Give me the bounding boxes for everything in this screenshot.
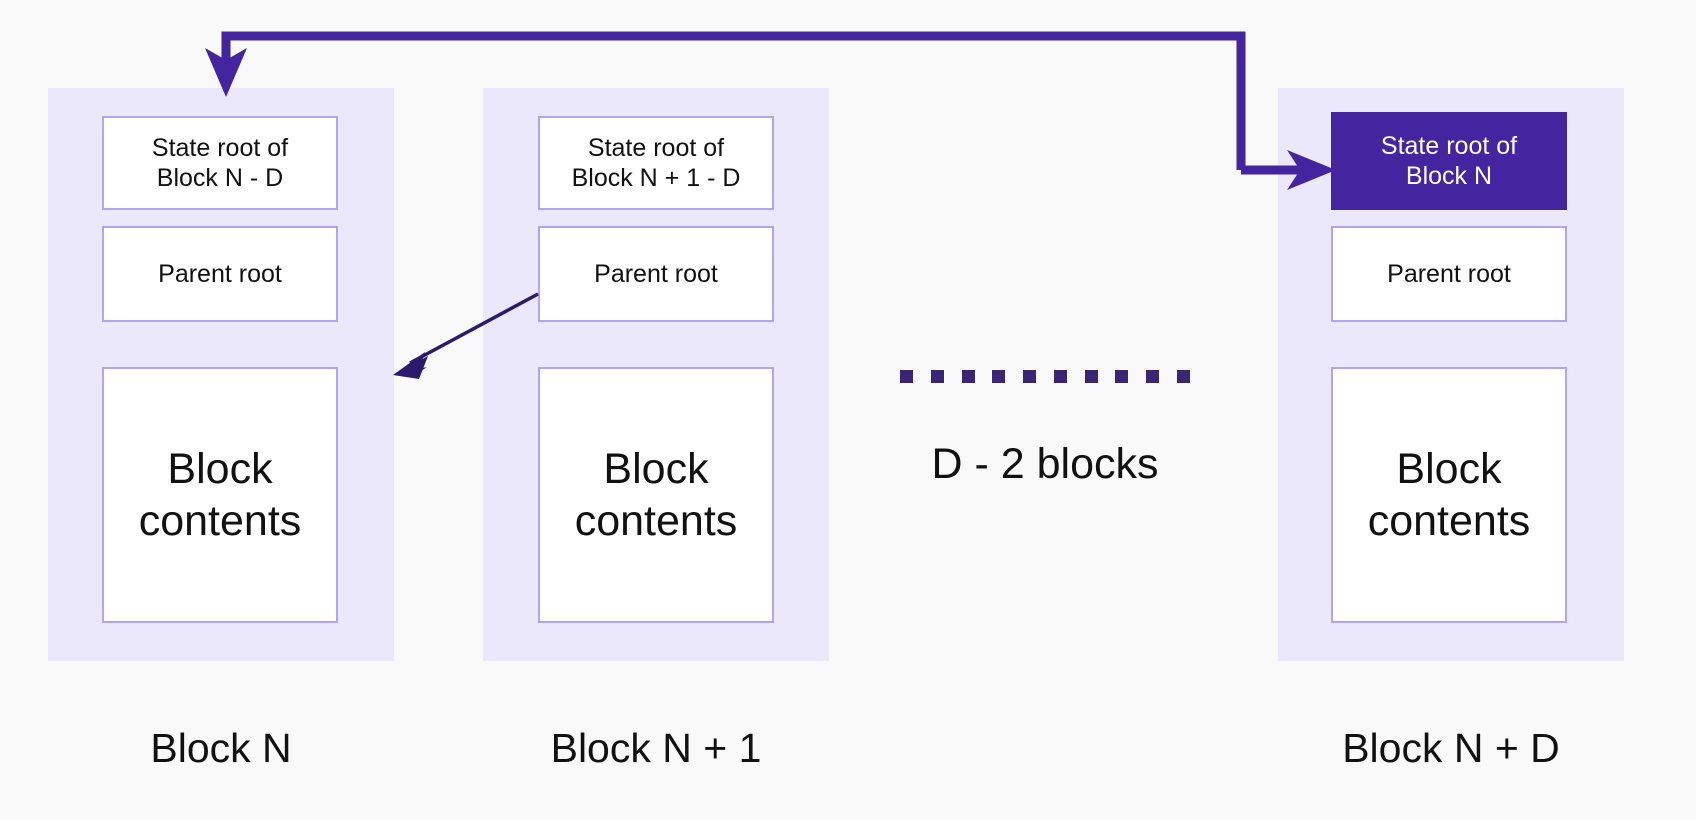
state-root-line-1: State root of xyxy=(151,133,289,162)
block-contents-line-2: contents xyxy=(1367,497,1531,545)
state-root-line-2: Block N + 1 - D xyxy=(571,164,741,192)
block-contents-box-block-n-plus-1[interactable]: Block contents xyxy=(538,367,774,623)
block-contents-box-block-n-plus-d[interactable]: Block contents xyxy=(1331,367,1567,623)
parent-root-box-block-n-plus-1[interactable]: Parent root xyxy=(538,226,774,322)
dot xyxy=(930,369,944,383)
dot xyxy=(1176,369,1190,383)
parent-root-label: Parent root xyxy=(594,259,718,288)
block-contents-line-2: contents xyxy=(574,497,738,545)
dot xyxy=(961,369,975,383)
block-contents-line-1: Block xyxy=(1396,444,1502,493)
block-contents-line-1: Block xyxy=(167,444,273,493)
gap-label: D - 2 blocks xyxy=(931,440,1159,488)
dot xyxy=(900,369,913,383)
state-root-box-block-n[interactable]: State root of Block N - D xyxy=(102,116,338,210)
parent-root-box-block-n-plus-d[interactable]: Parent root xyxy=(1331,226,1567,322)
ellipsis-dots xyxy=(900,369,1190,383)
parent-root-label: Parent root xyxy=(1387,259,1511,288)
state-root-line-1: State root of xyxy=(587,133,725,162)
state-root-box-block-n-plus-1[interactable]: State root of Block N + 1 - D xyxy=(538,116,774,210)
dot xyxy=(1115,369,1129,383)
state-root-line-2: Block N xyxy=(1405,162,1493,190)
caption-block-n-plus-1: Block N + 1 xyxy=(550,725,762,771)
dot xyxy=(1023,369,1037,383)
state-root-box-block-n-plus-d[interactable]: State root of Block N xyxy=(1331,112,1567,210)
dot xyxy=(1146,369,1160,383)
dot xyxy=(1084,369,1098,383)
dot xyxy=(992,369,1006,383)
block-contents-box-block-n[interactable]: Block contents xyxy=(102,367,338,623)
state-root-line-1: State root of xyxy=(1380,131,1518,160)
parent-root-label: Parent root xyxy=(158,259,282,288)
block-contents-line-2: contents xyxy=(138,497,302,545)
caption-block-n-plus-d: Block N + D xyxy=(1342,725,1560,771)
block-contents-line-1: Block xyxy=(603,444,709,493)
parent-root-box-block-n[interactable]: Parent root xyxy=(102,226,338,322)
dot xyxy=(1053,369,1067,383)
caption-block-n: Block N xyxy=(150,725,292,771)
state-root-line-2: Block N - D xyxy=(156,164,284,192)
